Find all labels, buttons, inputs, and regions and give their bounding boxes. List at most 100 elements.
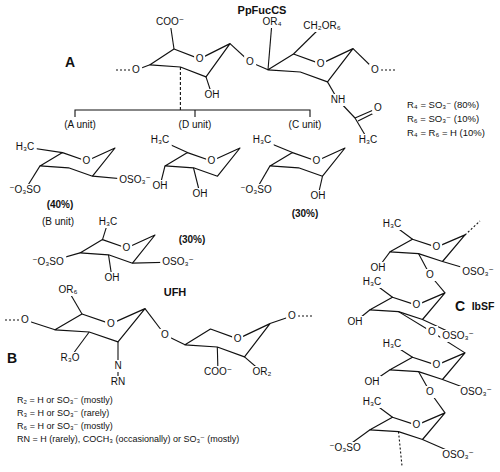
atom-label: O	[19, 314, 31, 326]
atom-label: OSO₃⁻	[440, 449, 476, 461]
atom-label: O	[130, 64, 142, 76]
chain-continuation	[465, 221, 480, 235]
substituent-note: R₂ = H or SO₃⁻ (mostly)	[15, 395, 115, 406]
percentage: (30%)	[177, 234, 208, 246]
atom-label: H₃C	[381, 218, 404, 230]
atom-label: O	[372, 102, 384, 114]
atom-label: OH	[363, 376, 382, 388]
atom-label: CH₂OR₆	[301, 20, 342, 32]
percentage: (30%)	[290, 208, 321, 220]
atom-label: OH	[191, 188, 210, 200]
atom-label: H₃C	[14, 141, 37, 153]
atom-label: OSO₃⁻	[460, 266, 496, 278]
atom-label: OH	[203, 89, 222, 101]
branch-bracket	[75, 110, 310, 117]
unit-label: (A unit)	[62, 119, 98, 131]
atom-label: ⁻O₃SO	[30, 256, 66, 268]
atom-label: OR₆	[56, 284, 79, 296]
atom-label: OSO₃⁻	[117, 174, 153, 186]
ring-oxygen: O	[411, 419, 423, 431]
chain-continuation	[381, 69, 396, 70]
atom-label: OH	[151, 180, 170, 192]
substituent-note: R₄ = R₆ = H (10%)	[405, 127, 487, 139]
chain-continuation	[399, 432, 403, 466]
chain-continuation	[298, 315, 313, 316]
sugar-ring	[165, 148, 240, 176]
atom-label: H₃C	[381, 338, 404, 350]
percentage: (40%)	[45, 199, 76, 211]
ring-oxygen: O	[194, 53, 206, 65]
atom-label: OR₂	[251, 366, 274, 378]
sugar-ring	[185, 324, 270, 357]
atom-label: OSO₃⁻	[440, 330, 476, 342]
atom-label: OSO₃⁻	[458, 386, 494, 398]
ring-oxygen: O	[206, 155, 218, 167]
ring-oxygen: O	[121, 242, 133, 254]
atom-label: OR₄	[260, 16, 283, 28]
atom-label: O	[244, 56, 256, 68]
atom-label: OH	[309, 190, 328, 202]
unit-label: (B unit)	[40, 216, 76, 228]
atom-label: OH	[103, 272, 122, 284]
atom-label: H₃C	[361, 276, 384, 288]
sugar-ring	[370, 413, 445, 440]
ring-oxygen: O	[315, 58, 327, 70]
panel-title: UFH	[162, 286, 189, 299]
sugar-ring	[390, 353, 465, 380]
chain-continuation	[114, 69, 130, 70]
ring-oxygen: O	[431, 241, 443, 253]
atom-label: H₃C	[97, 216, 120, 228]
atom-label: O	[424, 386, 436, 398]
atom-label: O	[286, 310, 298, 322]
unit-label: (C unit)	[287, 119, 324, 131]
atom-label: ⁻O₃SO	[238, 184, 274, 196]
atom-label: ⁻O₃SO	[7, 184, 43, 196]
sugar-ring	[390, 235, 465, 262]
atom-label: OH	[369, 262, 388, 274]
substituent-note: R₃ = H or SO₃⁻ (rarely)	[15, 408, 111, 419]
atom-label: H₃C	[357, 134, 380, 146]
sugar-ring	[270, 148, 345, 176]
unit-label: (D unit)	[177, 119, 214, 131]
branch-bond	[180, 67, 181, 110]
atom-label: COO⁻	[202, 366, 234, 378]
sugar-ring	[40, 148, 115, 176]
ring-oxygen: O	[431, 359, 443, 371]
atom-label: OH	[346, 316, 365, 328]
panel-letter: A	[63, 54, 77, 70]
sugar-ring	[268, 49, 353, 82]
substituent-note: R₆ = SO₃⁻ (10%)	[405, 113, 481, 125]
sugar-ring	[150, 44, 230, 77]
atom-label: COO⁻	[154, 16, 186, 28]
panel-title: IbSF	[470, 300, 497, 313]
atom-label: ⁻O₃SO	[327, 442, 363, 454]
ring-oxygen: O	[105, 318, 117, 330]
panel-title: PpFucCS	[236, 4, 289, 17]
atom-label: OSO₃⁻	[160, 256, 196, 268]
substituent-note: R₄ = SO₃⁻ (80%)	[405, 99, 481, 111]
substituent-note: RN = H (rarely), COCH₃ (occasionally) or…	[15, 434, 241, 445]
atom-label: RN	[109, 376, 127, 388]
atom-label: O	[424, 269, 436, 281]
substituent-note: R₆ = H or SO₃⁻ (mostly)	[15, 421, 115, 432]
atom-label: N	[112, 360, 123, 372]
atom-label: O	[159, 329, 171, 341]
atom-label: O	[369, 64, 381, 76]
panel-letter: C	[453, 298, 467, 314]
atom-label: H₃C	[361, 396, 384, 408]
chain-continuation	[5, 319, 19, 320]
atom-label: H₃C	[149, 134, 172, 146]
sugar-ring	[55, 309, 145, 342]
atom-label: NH	[329, 94, 347, 106]
ring-oxygen: O	[232, 333, 244, 345]
atom-label: O	[426, 326, 438, 338]
ring-oxygen: O	[311, 155, 323, 167]
atom-label: R₃O	[58, 352, 81, 364]
sugar-ring	[80, 235, 155, 263]
sugar-ring	[370, 293, 445, 320]
bond-line	[268, 22, 272, 70]
ring-oxygen: O	[81, 155, 93, 167]
atom-label: H₃C	[251, 134, 274, 146]
panel-letter: B	[5, 350, 19, 366]
